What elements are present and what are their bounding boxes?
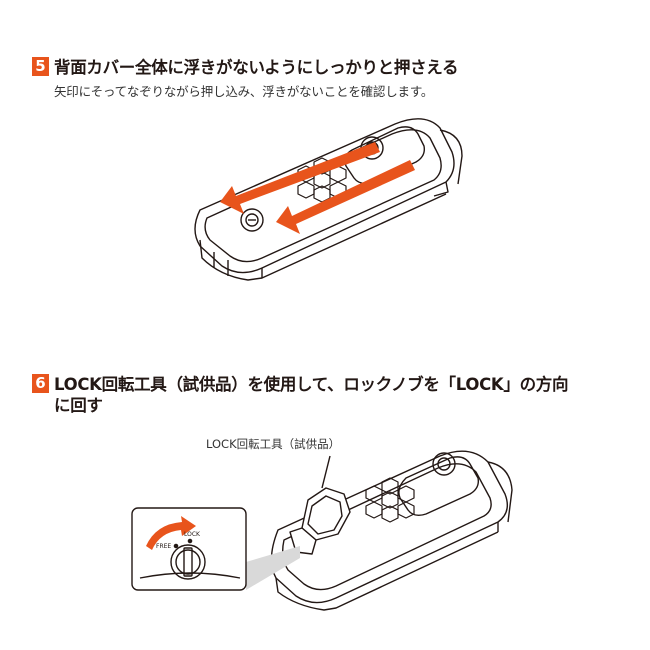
phone-back-cover-illustration: [194, 118, 463, 281]
dial-free-label: FREE: [156, 543, 171, 550]
step-6-heading: 6 LOCK回転工具（試供品）を使用して、ロックノブを「LOCK」の方向 に回す: [32, 374, 568, 416]
step-6-title-line2: に回す: [54, 396, 103, 415]
lock-tool-illustration: FREE LOCK: [131, 450, 513, 611]
step-5-number: 5: [32, 57, 49, 76]
lock-tool-callout: LOCK回転工具（試供品）: [206, 437, 341, 451]
rotate-arrow: [146, 516, 196, 550]
step-5-subtitle: 矢印にそってなぞりながら押し込み、浮きがないことを確認します。: [54, 84, 434, 99]
dial-lock-label: LOCK: [184, 531, 201, 538]
step-5-title: 背面カバー全体に浮きがないようにしっかりと押さえる: [54, 58, 459, 77]
step-5-heading: 5 背面カバー全体に浮きがないようにしっかりと押さえる: [32, 57, 458, 78]
step-6-title-line1: LOCK回転工具（試供品）を使用して、ロックノブを「LOCK」の方向: [54, 375, 569, 394]
push-arrows: [220, 142, 415, 234]
step-6-number: 6: [32, 374, 49, 393]
